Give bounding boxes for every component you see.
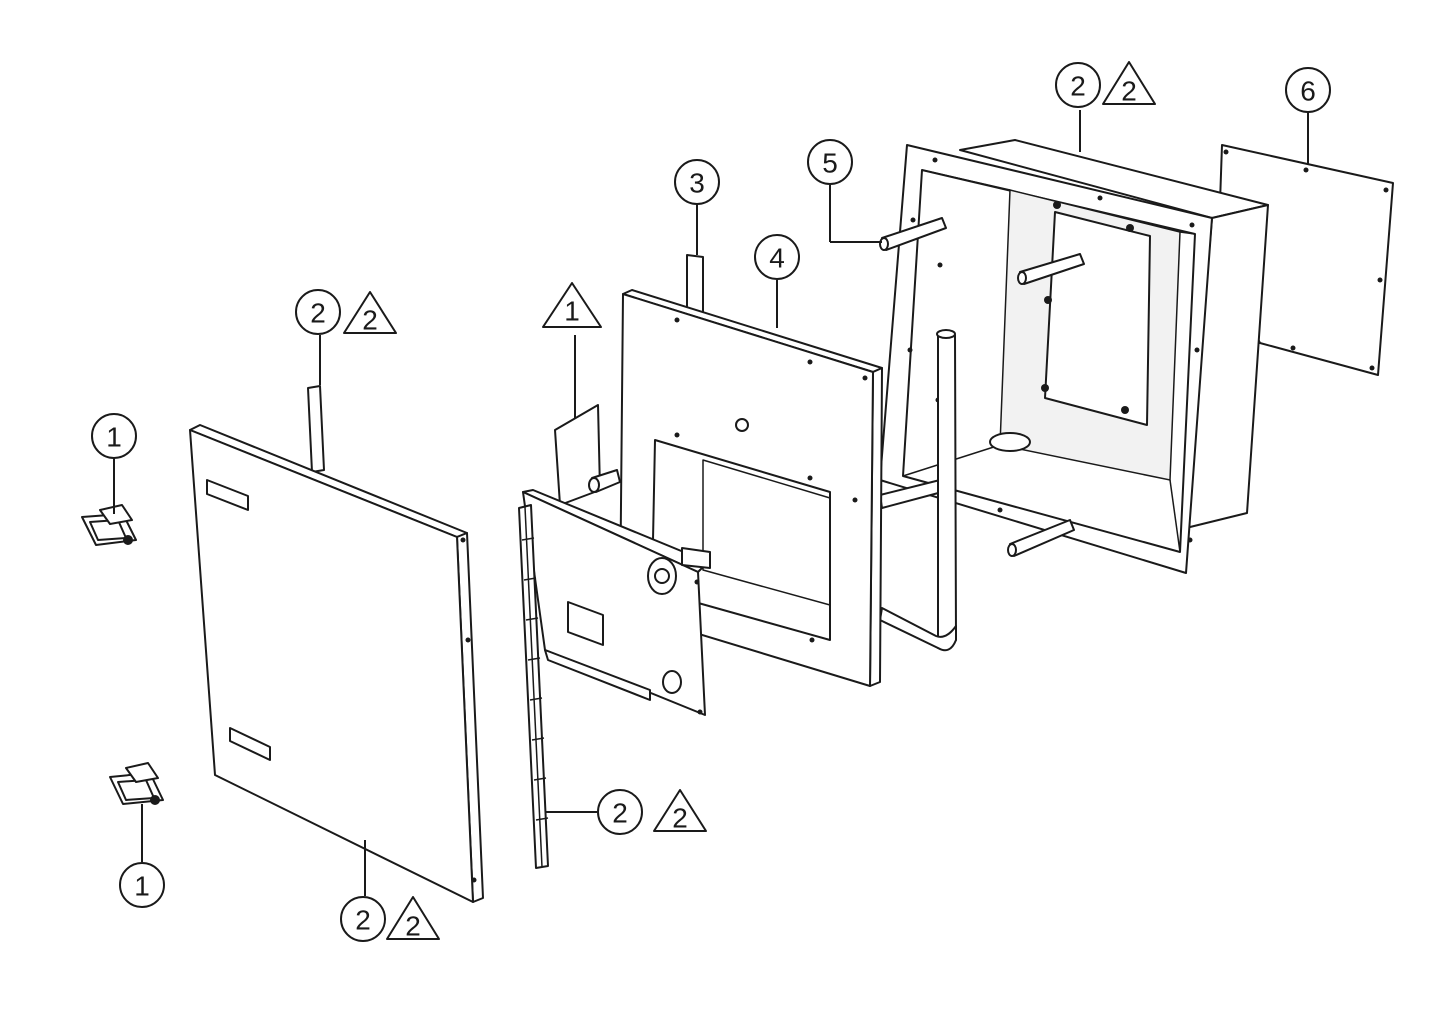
standoffs [879, 217, 1085, 557]
callout-box-label: 2 [1070, 71, 1086, 102]
callout-panel-rev-label: 1 [564, 296, 580, 327]
callout-back-plate: 6 [1285, 67, 1331, 113]
callout-door-top-rev-label: 2 [362, 305, 378, 336]
hinge [518, 504, 549, 869]
control-panel [522, 404, 711, 716]
door [189, 385, 484, 903]
callout-latch-top: 1 [91, 413, 137, 459]
callout-latch-bottom: 1 [119, 862, 165, 908]
callout-hinge-label: 2 [612, 798, 628, 829]
callout-back-plate-label: 6 [1300, 76, 1316, 107]
latch-bottom [109, 762, 164, 805]
latch-top [81, 504, 137, 546]
callout-frame: 4 [754, 234, 800, 280]
rail-channel [686, 254, 957, 652]
callout-latch-top-label: 1 [106, 422, 122, 453]
callout-panel: 1 [542, 282, 602, 328]
callout-box: 2 2 [1055, 61, 1156, 108]
enclosure-box [879, 139, 1269, 574]
callout-door-top-label: 2 [310, 298, 326, 329]
callout-hinge-rev-label: 2 [672, 803, 688, 834]
leader-lines [113, 110, 1309, 896]
callout-latch-bottom-label: 1 [134, 871, 150, 902]
callout-rail-label: 3 [689, 168, 705, 199]
callout-door-top: 2 2 [295, 289, 397, 336]
callout-frame-label: 4 [769, 243, 785, 274]
callout-hinge: 2 2 [597, 789, 707, 835]
callout-door-bottom: 2 2 [340, 896, 440, 942]
callout-standoff: 5 [807, 139, 853, 185]
callout-rail: 3 [674, 159, 720, 205]
callout-door-bottom-label: 2 [355, 905, 371, 936]
callout-door-bottom-rev-label: 2 [405, 911, 421, 942]
callout-standoff-label: 5 [822, 148, 838, 179]
callout-box-rev-label: 2 [1121, 76, 1137, 107]
